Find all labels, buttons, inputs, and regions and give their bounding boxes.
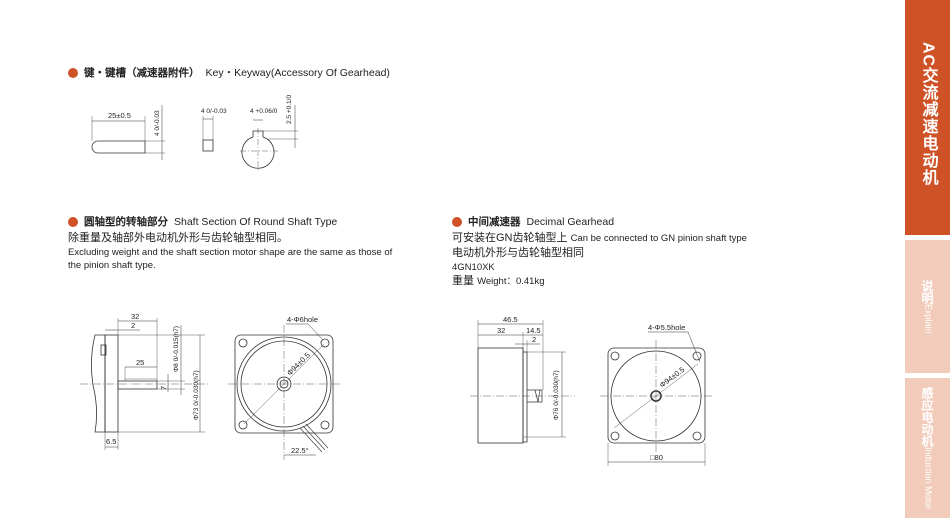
dim-25: 25 — [136, 358, 144, 367]
dim-key-height: 4 0/-0.03 — [154, 110, 161, 136]
dim-6-5: 6.5 — [106, 437, 116, 446]
dim-shaft-dia: Φ8 0/-0.015(h7) — [173, 326, 180, 372]
shaft-title-en: Shaft Section Of Round Shaft Type — [174, 216, 338, 228]
gearhead-title-cn: 中间减速器 — [468, 216, 521, 228]
keyway-view: 4 +0.06/0 2.5 +0.1/0 — [240, 95, 298, 172]
dim-keyway-depth: 2.5 +0.1/0 — [286, 95, 293, 124]
weight-value: Weight：0.41kg — [477, 276, 545, 287]
dim-pcd: Φ94±0.5 — [658, 365, 686, 390]
technical-drawings: 25±0.5 4 0/-0.03 4 0/-0.03 4 +0.06/0 2.5… — [80, 95, 712, 466]
dim-32: 32 — [131, 312, 139, 321]
dim-pilot-dia: Φ73 0/-0.030(h7) — [193, 370, 200, 420]
key-title-cn: 键・键槽（减速器附件） — [84, 67, 200, 79]
dim-2: 2 — [532, 335, 536, 344]
shaft-desc-en: Excluding weight and the shaft section m… — [68, 247, 393, 271]
dim-pilot-dia: Φ76 0/-0.030(h7) — [553, 370, 560, 420]
shaft-desc-cn: 除重量及轴部外电动机外形与齿轮轴型相同。 — [68, 232, 288, 244]
dim-holes: 4-Φ6hole — [287, 315, 318, 324]
bullet-icon — [68, 68, 78, 78]
tab-explain-cn: 说明 — [920, 279, 934, 304]
gearhead-model: 4GN10XK — [452, 262, 495, 273]
dim-7: 7 — [159, 386, 168, 390]
shaft-side-view: 32 2 25 7 Φ8 0/-0.015(h7) Φ73 0/-0.030(h… — [80, 312, 210, 450]
gearhead-side-view: 46.5 32 14.5 2 Φ76 0/-0.030(h7) — [470, 315, 575, 444]
tab-induction-cn: 感应电动机 — [920, 386, 934, 447]
gearhead-line2-cn: 电动机外形与齿轮轴型相同 — [452, 247, 584, 259]
dim-46-5: 46.5 — [503, 315, 518, 324]
sidebar-main-label: AC交流减速电动机 — [919, 42, 937, 187]
dim-holes: 4-Φ5.5hole — [648, 323, 685, 332]
tab-induction-en: Induction Motor — [923, 446, 934, 510]
dim-keyway-width: 4 +0.06/0 — [250, 108, 278, 115]
shaft-title-cn: 圆轴型的转轴部分 — [84, 216, 168, 228]
dim-32: 32 — [497, 326, 505, 335]
key-title-en: Key・Keyway(Accessory Of Gearhead) — [205, 67, 390, 79]
dim-key-length: 25±0.5 — [108, 111, 131, 120]
dim-2: 2 — [131, 321, 135, 330]
dim-square: □80 — [650, 453, 663, 462]
gearhead-line1-cn: 可安装在GN齿轮轴型上 — [452, 232, 568, 244]
gearhead-front-view: 4-Φ5.5hole Φ94±0.5 □80 — [600, 323, 712, 466]
tab-explain-en: Explain — [923, 303, 934, 334]
dim-pcd: Φ94±0.5 — [285, 351, 312, 378]
shaft-section-header: 圆轴型的转轴部分 Shaft Section Of Round Shaft Ty… — [68, 215, 398, 272]
key-end-view: 4 0/-0.03 — [201, 108, 227, 152]
dim-angle: 22.5° — [291, 446, 309, 455]
bullet-icon — [68, 217, 78, 227]
gearhead-title-en: Decimal Gearhead — [526, 216, 615, 228]
motor-front-view: 4-Φ6hole Φ94±0.5 22.5° — [228, 315, 340, 460]
key-section-header: 键・键槽（减速器附件） Key・Keyway(Accessory Of Gear… — [68, 66, 390, 80]
gearhead-line1-en: Can be connected to GN pinion shaft type — [570, 233, 747, 244]
bullet-icon — [452, 217, 462, 227]
dim-14-5: 14.5 — [526, 326, 541, 335]
sidebar-tab-ac-gear-motor[interactable]: AC交流减速电动机 — [905, 0, 950, 235]
dim-key-width: 4 0/-0.03 — [201, 108, 227, 115]
gearhead-section-header: 中间减速器 Decimal Gearhead 可安装在GN齿轮轴型上 Can b… — [452, 215, 782, 289]
weight-label-cn: 重量 — [452, 275, 474, 287]
key-side-view: 25±0.5 4 0/-0.03 — [91, 105, 165, 160]
